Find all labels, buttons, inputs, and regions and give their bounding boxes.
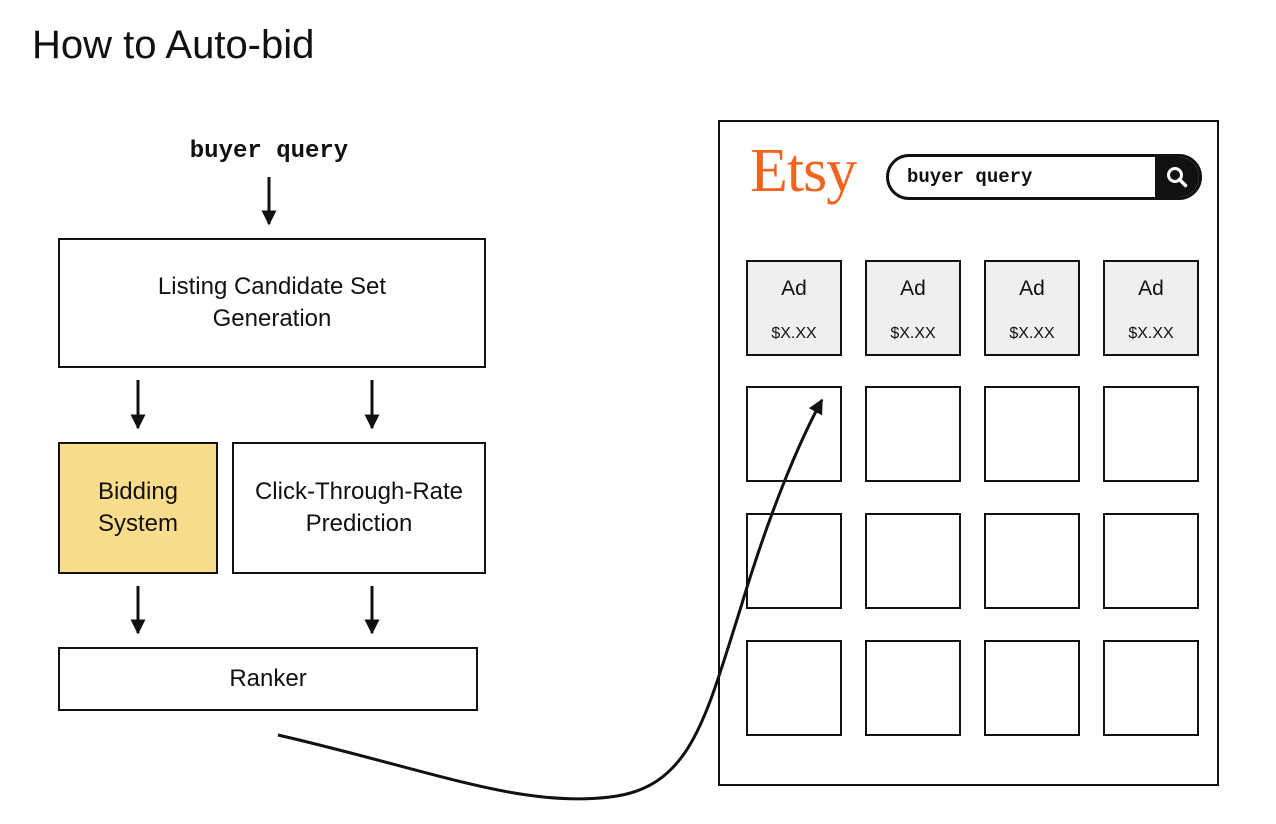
listing-tile[interactable]	[1103, 640, 1199, 736]
search-bar	[886, 154, 1202, 200]
listing-tile[interactable]	[746, 513, 842, 609]
search-button[interactable]	[1155, 157, 1199, 197]
listing-tile[interactable]	[746, 386, 842, 482]
ctr-label-line2: Prediction	[305, 510, 413, 537]
listing-tile[interactable]	[746, 640, 842, 736]
listing-candidate-set-generation-box: Listing Candidate Set Generation	[58, 238, 486, 368]
ad-label: Ad	[781, 277, 807, 300]
listing-tile[interactable]	[865, 513, 961, 609]
ad-price: $X.XX	[771, 325, 817, 342]
ctr-label-line1: Click-Through-Rate	[254, 478, 464, 505]
candidate-label-line2: Generation	[212, 305, 332, 332]
ad-label: Ad	[1019, 277, 1045, 300]
listing-tile[interactable]	[984, 640, 1080, 736]
etsy-logo: Etsy	[750, 137, 857, 205]
bidding-system-box: Bidding System	[58, 442, 218, 574]
ad-label: Ad	[1138, 277, 1164, 300]
candidate-label-line1: Listing Candidate Set	[157, 273, 387, 300]
ad-price: $X.XX	[1128, 325, 1174, 342]
listing-tile[interactable]	[984, 513, 1080, 609]
ad-tile[interactable]: Ad $X.XX	[1103, 260, 1199, 356]
bidding-label-line1: Bidding	[97, 478, 179, 505]
listing-tile[interactable]	[865, 640, 961, 736]
ranker-label: Ranker	[229, 665, 307, 692]
listing-tile[interactable]	[984, 386, 1080, 482]
ad-tile[interactable]: Ad $X.XX	[984, 260, 1080, 356]
page-title: How to Auto-bid	[32, 23, 315, 67]
search-input[interactable]	[907, 157, 1157, 197]
ctr-prediction-box: Click-Through-Rate Prediction	[232, 442, 486, 574]
ad-label: Ad	[900, 277, 926, 300]
ad-tile[interactable]: Ad $X.XX	[746, 260, 842, 356]
ad-price: $X.XX	[1009, 325, 1055, 342]
ad-price: $X.XX	[890, 325, 936, 342]
bidding-label-line2: System	[97, 510, 178, 537]
listing-tile[interactable]	[865, 386, 961, 482]
search-icon	[1167, 167, 1188, 188]
ranker-box: Ranker	[58, 647, 478, 711]
buyer-query-label: buyer query	[189, 138, 349, 165]
listing-tile[interactable]	[1103, 386, 1199, 482]
listing-tile[interactable]	[1103, 513, 1199, 609]
ad-tile[interactable]: Ad $X.XX	[865, 260, 961, 356]
